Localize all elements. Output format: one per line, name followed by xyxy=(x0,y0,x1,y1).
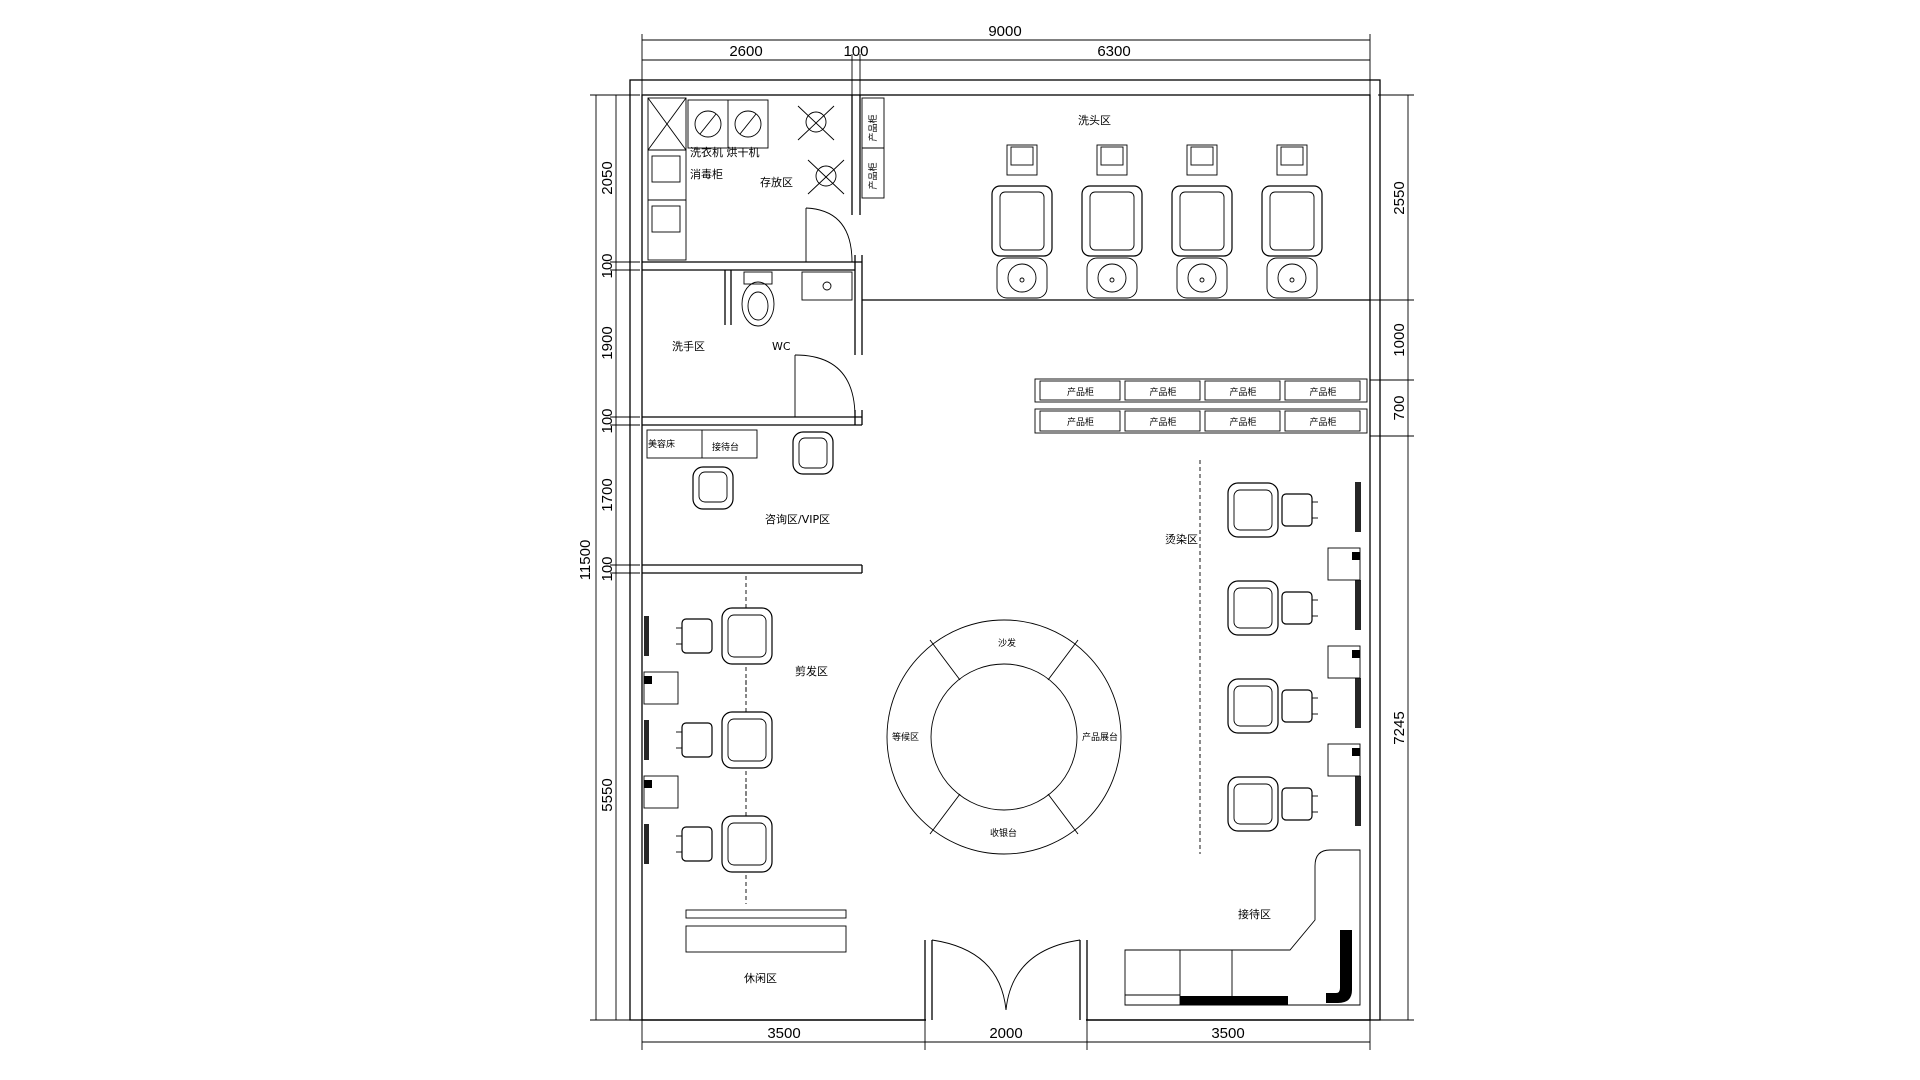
dim-left-1: 2050 xyxy=(599,161,616,194)
dim-left-3: 1900 xyxy=(599,326,616,359)
dim-bottom-2: 2000 xyxy=(989,1025,1022,1042)
left-styling-chairs xyxy=(643,576,773,904)
wash-basin xyxy=(801,271,853,301)
laundry-machines xyxy=(687,99,769,149)
storage-shelf: 产品柜 产品柜 xyxy=(861,97,885,199)
shelf-label: 产品柜 xyxy=(1149,386,1176,398)
right-chair-4 xyxy=(1199,754,1361,854)
dim-bottom-3: 3500 xyxy=(1211,1025,1244,1042)
label-cut-left: 剪发区 xyxy=(795,664,828,678)
label-round-bottom: 收银台 xyxy=(990,827,1017,839)
label-cut-right: 烫染区 xyxy=(1165,532,1198,546)
shelf-label: 产品柜 xyxy=(1309,386,1336,398)
toilet xyxy=(741,271,775,327)
wash-chairs xyxy=(991,144,1323,299)
wash-chair-4 xyxy=(1261,144,1323,299)
top-dimension-lines: 9000 2600 100 6300 xyxy=(641,23,1371,98)
dim-right-4: 7245 xyxy=(1391,711,1408,744)
svg-text:产品柜: 产品柜 xyxy=(867,162,879,189)
wash-chair-1 xyxy=(991,144,1053,299)
wc-door[interactable] xyxy=(794,354,856,418)
label-round-right: 产品展台 xyxy=(1082,731,1118,743)
shelf-cell-2: 产品柜 xyxy=(1124,380,1201,401)
shelf-cell-5: 产品柜 xyxy=(1039,410,1121,432)
round-sofa xyxy=(886,619,1122,855)
svg-text:产品柜: 产品柜 xyxy=(867,114,879,141)
shelf-cell-4: 产品柜 xyxy=(1284,380,1361,401)
right-styling-chairs xyxy=(1199,460,1361,854)
right-chair-1 xyxy=(1199,460,1361,581)
label-round-left: 等候区 xyxy=(892,731,919,743)
shelf-label: 产品柜 xyxy=(1067,386,1094,398)
dim-right-3: 700 xyxy=(1391,395,1408,420)
left-chair-2 xyxy=(643,680,773,809)
shelf-cell-7: 产品柜 xyxy=(1204,410,1281,432)
shelf-cell-1: 产品柜 xyxy=(1039,380,1121,401)
reception-desk xyxy=(1124,849,1361,1006)
label-round-top: 沙发 xyxy=(998,637,1016,649)
consult-chair-1 xyxy=(692,466,734,510)
shelf-cell-6: 产品柜 xyxy=(1124,410,1201,432)
dim-bottom-1: 3500 xyxy=(767,1025,800,1042)
label-wc: WC xyxy=(772,340,791,353)
reception-counter xyxy=(646,429,758,459)
label-entrance-area: 休闲区 xyxy=(744,971,777,985)
label-laundry: 洗衣机 烘干机 xyxy=(690,145,760,159)
right-dimension-lines: 2550 1000 700 7245 xyxy=(1370,94,1414,1021)
wash-chair-3 xyxy=(1171,144,1233,299)
bottom-dimension-lines: 3500 2000 3500 xyxy=(641,1010,1371,1050)
dim-right-1: 2550 xyxy=(1391,181,1408,214)
shelf-label: 产品柜 xyxy=(1309,416,1336,428)
label-wash-area: 洗头区 xyxy=(1078,114,1111,127)
consult-chair-2 xyxy=(792,431,834,475)
left-dimension-lines: 11500 2050 100 1900 100 1700 100 5550 xyxy=(577,94,640,1021)
product-shelves: 产品柜产品柜产品柜产品柜产品柜产品柜产品柜产品柜 xyxy=(1034,378,1368,434)
interior-walls xyxy=(642,95,1370,574)
shelf-label: 产品柜 xyxy=(1229,386,1256,398)
dim-left-7: 5550 xyxy=(599,778,616,811)
left-chair-1 xyxy=(643,576,773,705)
utility-door[interactable] xyxy=(805,207,853,263)
label-beauty-bed: 美容床 xyxy=(648,438,675,450)
shelf-cell-3: 产品柜 xyxy=(1204,380,1281,401)
shelf-label: 产品柜 xyxy=(1067,416,1094,428)
dim-top-b: 100 xyxy=(843,43,868,60)
dim-left-total: 11500 xyxy=(577,540,594,581)
display-shelves xyxy=(685,909,847,953)
dim-left-4: 100 xyxy=(599,408,616,433)
dim-top-total: 9000 xyxy=(988,23,1021,40)
dim-left-5: 1700 xyxy=(599,478,616,511)
label-disinfect: 消毒柜 xyxy=(690,167,723,181)
shelf-cell-8: 产品柜 xyxy=(1284,410,1361,432)
outer-walls xyxy=(629,79,1381,1024)
label-washroom: 洗手区 xyxy=(672,339,705,353)
label-reception: 接待区 xyxy=(1238,907,1271,921)
dim-right-2: 1000 xyxy=(1391,323,1408,356)
steamer-devices xyxy=(797,105,845,195)
dim-top-c: 6300 xyxy=(1097,43,1130,60)
entrance-doors[interactable] xyxy=(931,939,1081,1011)
right-chair-3 xyxy=(1199,656,1361,777)
left-chair-3 xyxy=(644,784,773,904)
wash-chair-2 xyxy=(1081,144,1143,299)
dim-top-a: 2600 xyxy=(729,43,762,60)
label-consult: 咨询区/VIP区 xyxy=(765,512,830,526)
shelf-label: 产品柜 xyxy=(1149,416,1176,428)
dim-left-2: 100 xyxy=(599,253,616,278)
shelf-label: 产品柜 xyxy=(1229,416,1256,428)
right-chair-2 xyxy=(1199,558,1361,679)
label-storage: 存放区 xyxy=(760,175,793,189)
cabinet-column xyxy=(647,97,687,261)
dim-left-6: 100 xyxy=(599,556,616,581)
label-receiving-desk: 接待台 xyxy=(712,441,739,453)
